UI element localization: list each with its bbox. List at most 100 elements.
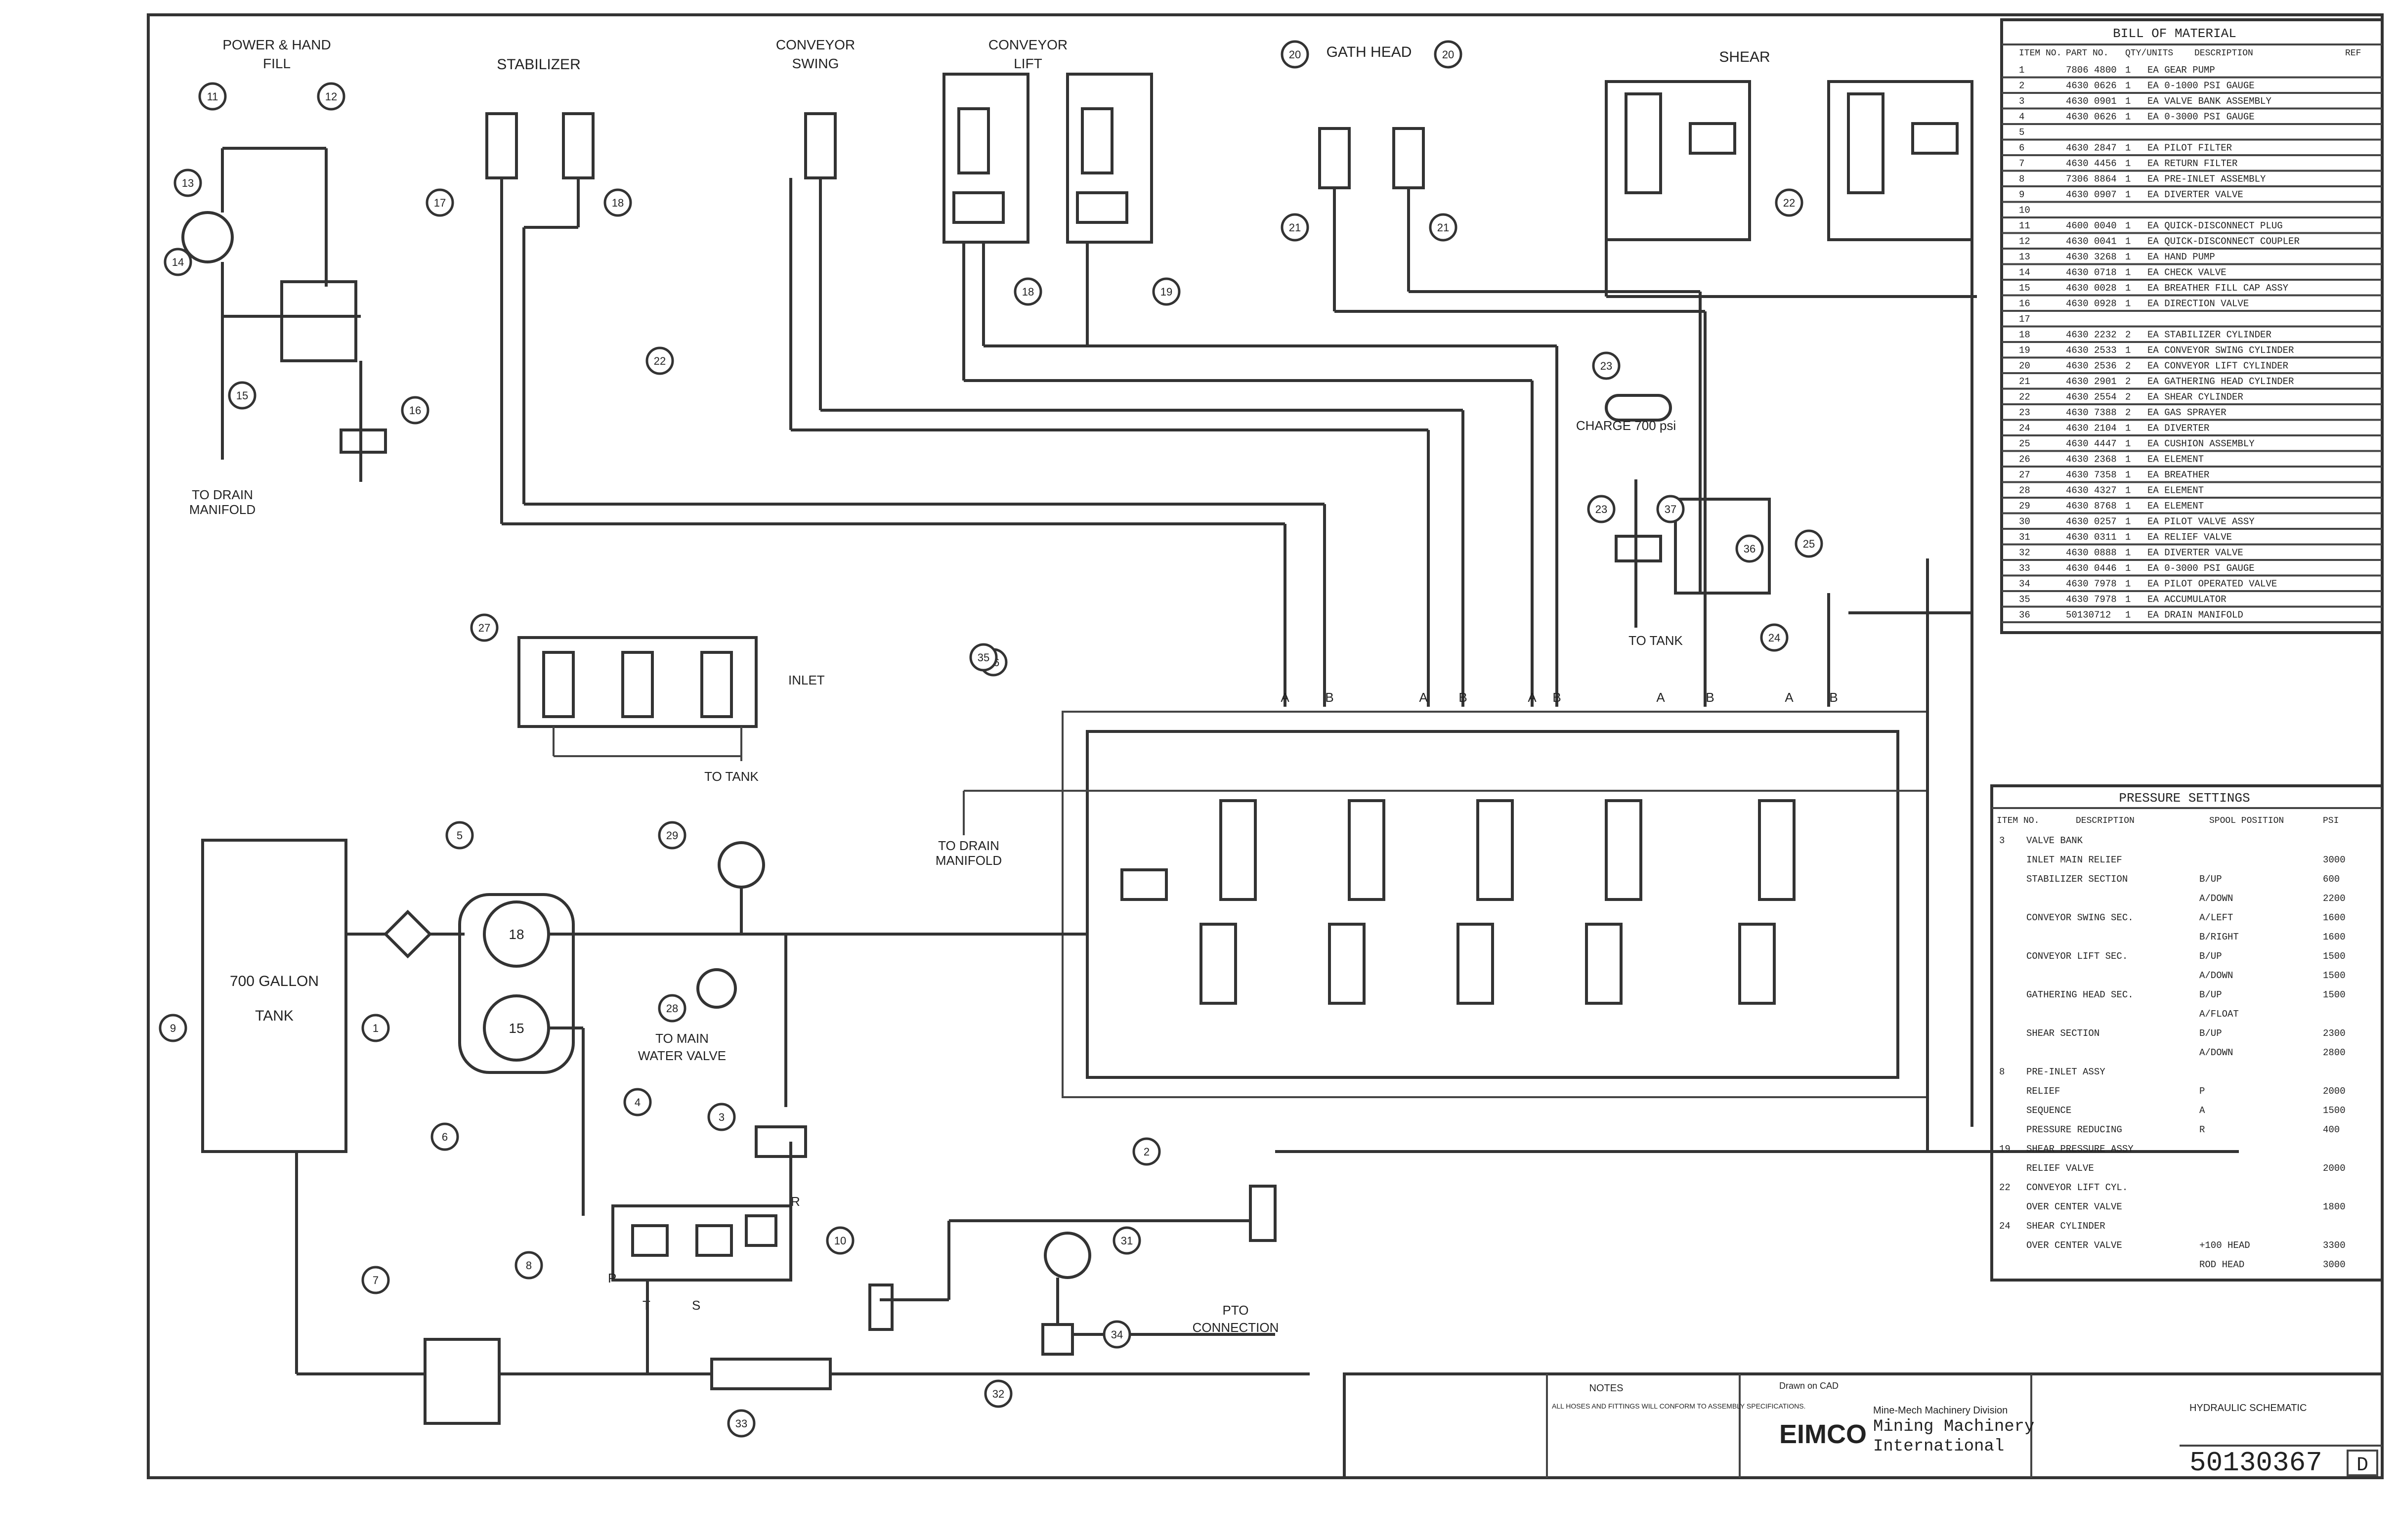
shear-cylinder-right <box>1847 92 1884 194</box>
gath-head-label: GATH HEAD <box>1327 44 1412 60</box>
diverter-valve-32 <box>868 1283 894 1331</box>
gear-pump-housing <box>458 893 575 1074</box>
shear-cylinder-left <box>1625 92 1662 194</box>
ps-cell: B/UP <box>2199 874 2222 885</box>
drawing-title: HYDRAULIC SCHEMATIC <box>2189 1403 2307 1413</box>
to-main-water-valve-1: TO MAIN <box>655 1031 709 1046</box>
section-3-handle <box>1456 923 1494 1005</box>
callout-bubble <box>826 1226 855 1255</box>
valve-section-4: A B <box>1585 690 1714 1005</box>
bom-cell: EA ELEMENT <box>2147 501 2204 512</box>
callout-bubble <box>317 82 345 111</box>
bom-cell: 4630 8768 <box>2066 501 2117 512</box>
valve-section-5: A B <box>1738 690 1838 1005</box>
conveyor-lift-cylinder-left <box>957 107 990 174</box>
callout-bubble <box>1587 495 1616 523</box>
revision: D <box>2356 1454 2368 1477</box>
bom-cell: 14 <box>2019 267 2030 278</box>
callout-bubble <box>969 643 998 672</box>
bom-cell: 4630 4456 <box>2066 158 2117 169</box>
bom-cell: 34 <box>2019 579 2030 590</box>
ps-cell: STABILIZER SECTION <box>2026 874 2128 885</box>
shear-label: SHEAR <box>1719 49 1770 65</box>
ps-cell: OVER CENTER VALVE <box>2026 1201 2122 1212</box>
callout-number: 21 <box>1437 221 1449 234</box>
bom-cell: 5 <box>2019 127 2024 138</box>
bom-cell: 4630 0257 <box>2066 516 2117 527</box>
callout-number: 13 <box>182 177 194 189</box>
section-5-port-b: B <box>1829 690 1838 705</box>
bom-cell: EA SHEAR CYLINDER <box>2147 392 2243 403</box>
bom-cell: 1 <box>2125 220 2131 231</box>
callout-number: 20 <box>1442 48 1454 61</box>
pre-inlet-valve-1 <box>631 1224 669 1257</box>
bom-cell: 1 <box>2125 189 2131 200</box>
ps-header-desc: DESCRIPTION <box>2076 816 2135 826</box>
callout-number: 18 <box>1022 286 1034 298</box>
callout-number: 3 <box>719 1111 725 1123</box>
relief-valve-37 <box>1041 1323 1074 1356</box>
ps-cell: SHEAR CYLINDER <box>2026 1221 2105 1232</box>
bom-cell: 21 <box>2019 376 2030 387</box>
bom-cell: 13 <box>2019 252 2030 262</box>
port-s-label: S <box>692 1298 700 1313</box>
bom-cell: 4630 0041 <box>2066 236 2117 247</box>
relief-valve-r <box>755 1125 807 1158</box>
bom-cell: 4 <box>2019 112 2024 123</box>
callout-bubble <box>1656 495 1685 523</box>
bom-cell: 7 <box>2019 158 2024 169</box>
ps-cell: GATHERING HEAD SEC. <box>2026 989 2134 1000</box>
ps-cell: 2000 <box>2323 1086 2346 1097</box>
bom-cell: EA 0-3000 PSI GAUGE <box>2147 563 2255 574</box>
title-block-outline <box>1343 1372 2384 1479</box>
notes-title: NOTES <box>1589 1383 1624 1394</box>
pre-inlet-outline <box>611 1204 792 1282</box>
gauge-2 <box>696 968 737 1009</box>
conveyor-lift-right-box <box>1066 73 1153 244</box>
bom-cell: 15 <box>2019 283 2030 294</box>
callout-bubble <box>1775 188 1803 217</box>
bom-cell: 1 <box>2125 96 2131 107</box>
bom-cell: 4630 4327 <box>2066 485 2117 496</box>
pre-inlet-valve-2 <box>695 1224 733 1257</box>
callout-number: 20 <box>1289 48 1301 61</box>
shear-left-box <box>1605 80 1751 241</box>
bom-cell: 4630 0626 <box>2066 81 2117 91</box>
section-4-handle <box>1585 923 1623 1005</box>
gath-head-cylinder-right <box>1392 127 1425 189</box>
callout-bubble <box>430 1122 459 1151</box>
callout-bubble <box>1014 277 1042 306</box>
ps-cell: 400 <box>2323 1124 2340 1135</box>
ps-cell: 3300 <box>2323 1240 2346 1251</box>
bom-cell: 4630 0907 <box>2066 189 2117 200</box>
stabilizer-cylinder-left <box>485 112 518 179</box>
bom-cell: 1 <box>2125 563 2131 574</box>
bom-cell: 3 <box>2019 96 2024 107</box>
bom-cell: EA PILOT VALVE ASSY <box>2147 516 2255 527</box>
ps-title: PRESSURE SETTINGS <box>2119 791 2250 806</box>
gath-head-cylinder-left <box>1318 127 1351 189</box>
bom-cell: 25 <box>2019 438 2030 449</box>
bom-cell: EA DIVERTER <box>2147 423 2209 434</box>
ps-cell: 2800 <box>2323 1047 2346 1058</box>
gauge-4 <box>718 841 765 889</box>
bom-cell: 4630 7978 <box>2066 594 2117 605</box>
callout-number: 35 <box>978 651 989 664</box>
bom-cell: 1 <box>2125 470 2131 480</box>
ps-cell: 1500 <box>2323 970 2346 981</box>
callout-number: 36 <box>1744 543 1756 555</box>
bom-cell: 2 <box>2125 330 2131 341</box>
bom-cell: 1 <box>2125 485 2131 496</box>
power-hand-fill-label-2: FILL <box>263 56 291 71</box>
breather-fill-cap <box>280 280 357 362</box>
section-2-port-a: A <box>1419 690 1428 705</box>
ps-cell: INLET MAIN RELIEF <box>2026 855 2122 865</box>
bom-cell: EA BREATHER <box>2147 470 2209 480</box>
callout-bubble <box>623 1088 652 1116</box>
ps-cell: A/DOWN <box>2199 893 2233 904</box>
callout-number: 10 <box>834 1235 846 1247</box>
ps-cell: 3 <box>1999 835 2005 846</box>
bom-cell: 1 <box>2125 345 2131 356</box>
accumulator <box>1605 394 1672 422</box>
callout-number: 25 <box>1803 538 1815 550</box>
